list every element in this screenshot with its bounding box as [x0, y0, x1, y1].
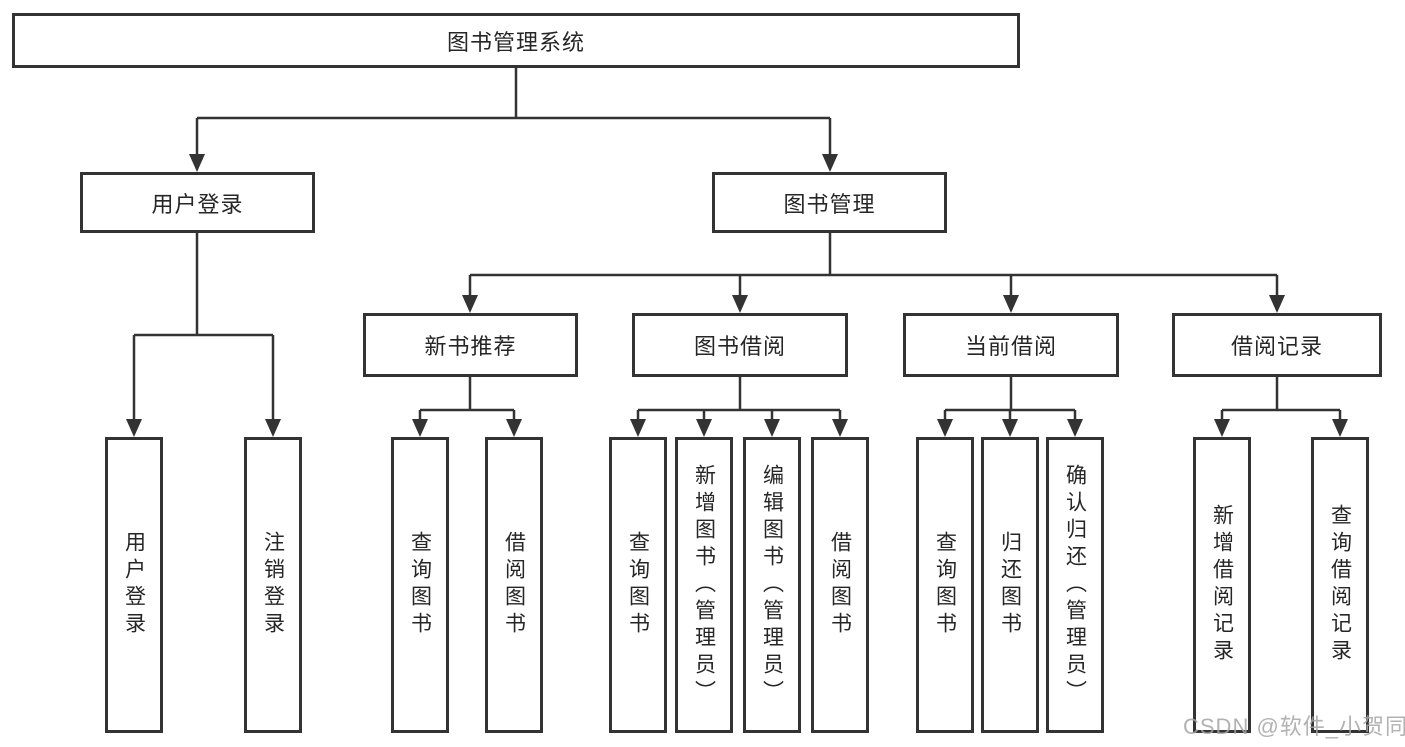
- leaf-rec-borrow-books: 借阅图书: [485, 437, 543, 733]
- leaf-cb-confirm-return-admin: 确认归还（管理员）: [1046, 437, 1104, 733]
- node-user-login: 用户登录: [80, 172, 315, 233]
- leaf-bb-borrow-books: 借阅图书: [811, 437, 869, 733]
- connector-root-to-level2: [197, 68, 830, 120]
- leaf-bb-query-books: 查询图书: [609, 437, 667, 733]
- leaf-bb-add-books-admin: 新增图书（管理员）: [675, 437, 733, 733]
- connector-currentborrow-split: [945, 377, 1075, 412]
- connector-borrowrecords-split: [1222, 377, 1340, 412]
- connector-bookmgmt-split: [470, 233, 1277, 277]
- node-book-management: 图书管理: [712, 172, 947, 233]
- leaf-logout: 注销登录: [244, 437, 302, 733]
- leaf-cb-return-books: 归还图书: [981, 437, 1039, 733]
- leaf-bb-edit-books-admin: 编辑图书（管理员）: [743, 437, 801, 733]
- node-current-borrow: 当前借阅: [903, 313, 1119, 377]
- node-book-borrow: 图书借阅: [632, 313, 848, 377]
- node-new-book-recommend: 新书推荐: [363, 313, 578, 377]
- node-borrow-records: 借阅记录: [1172, 313, 1382, 377]
- watermark: CSDN @软件_小贺同学: [1183, 714, 1405, 739]
- leaf-br-query-record: 查询借阅记录: [1311, 437, 1369, 733]
- leaf-rec-query-books: 查询图书: [391, 437, 449, 733]
- connector-userlogin-split: [134, 233, 273, 337]
- leaf-cb-query-books: 查询图书: [916, 437, 974, 733]
- leaf-br-add-record: 新增借阅记录: [1193, 437, 1251, 733]
- connector-newbookrec-split: [420, 377, 514, 412]
- node-root: 图书管理系统: [12, 13, 1020, 68]
- connector-bookborrow-split: [638, 377, 840, 412]
- arrowheads: [126, 118, 1348, 437]
- leaf-user-login: 用户登录: [105, 437, 163, 733]
